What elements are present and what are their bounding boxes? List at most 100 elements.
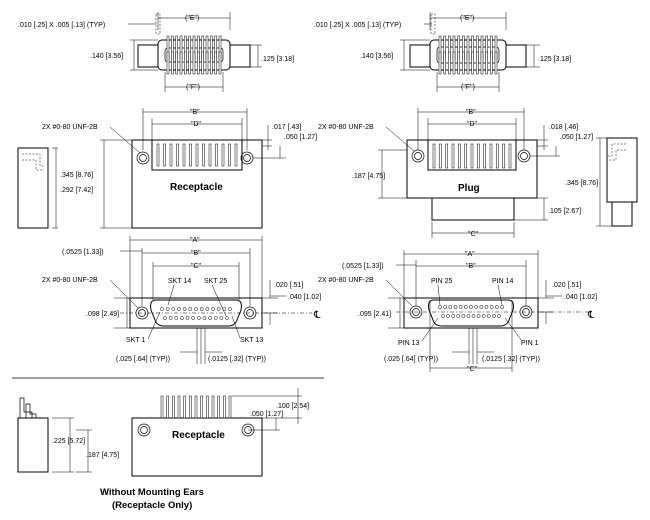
contact-socket (225, 316, 229, 320)
dim-017-label: .017 [.43] (272, 124, 301, 131)
dim-292-label: .292 [7.42] (60, 187, 93, 194)
plug-side-profile: .345 [8.76] (565, 137, 638, 227)
caption-line-1: Without Mounting Ears (100, 487, 204, 498)
contact-pin (189, 395, 192, 419)
contact-socket (219, 316, 224, 320)
dim-c-label: "C" (191, 263, 202, 270)
dim-100-label: .100 [2.54] (276, 403, 309, 410)
contact-pin (218, 51, 222, 75)
receptacle-label: Receptacle (170, 182, 223, 193)
no-ears-side-profile: .225 [5.72] .187 [4.75] (17, 397, 119, 473)
contact-socket (466, 314, 471, 318)
contact-socket (205, 307, 210, 311)
contact-socket (494, 305, 499, 309)
dim-d-label: "D" (191, 121, 202, 128)
contact-socket (453, 305, 458, 309)
receptacle-front-view: Receptacle "B" "D" 2X #0-80 UNF-2B .017 … (42, 108, 317, 229)
skt1-label: SKT 1 (126, 337, 145, 344)
caption-line-2: (Receptacle Only) (112, 500, 192, 511)
skt14-label: SKT 14 (168, 278, 191, 285)
dim-125-label: .125 [3.18] (538, 56, 571, 63)
skt25-label: SKT 25 (204, 278, 227, 285)
contact-socket (228, 307, 232, 311)
contact-pin (169, 143, 173, 167)
dim-140-label: .140 [3.56] (90, 53, 123, 60)
contact-pin (494, 51, 498, 75)
pin13-label: PIN 13 (398, 340, 420, 347)
contact-pin (464, 143, 467, 169)
contact-socket (443, 305, 448, 309)
contact-socket (500, 305, 504, 309)
skt13-label: SKT 13 (240, 337, 263, 344)
contact-socket (451, 314, 456, 318)
plug-face-view: ℄ "A" "B" "C" (.0525 [1.33]) 2X #0-80 UN… (318, 250, 597, 373)
dim-125-label: .125 [3.18] (261, 56, 294, 63)
contact-pin (194, 395, 198, 419)
dim-0525-label: (.0525 [1.33]) (62, 249, 104, 256)
contact-pin (195, 143, 199, 167)
centerline-symbol: ℄ (587, 310, 595, 321)
thread-label: 2X #0-80 UNF-2B (42, 124, 98, 131)
contact-socket (180, 316, 184, 320)
contact-pin (200, 395, 203, 419)
contact-pin (470, 143, 474, 169)
dim-025-label: (.025 [.64] (TYP)) (384, 356, 438, 363)
dim-b-label: "B" (191, 250, 201, 257)
dim-187-label: .187 [4.75] (86, 452, 119, 459)
contact-pin (443, 51, 446, 75)
contact-pin (205, 51, 209, 75)
pin25-label: PIN 25 (431, 278, 453, 285)
contact-socket (196, 316, 201, 320)
contact-socket (441, 314, 445, 318)
contact-socket (481, 314, 486, 318)
dim-105-label: .105 [2.67] (548, 208, 581, 215)
thread-label: 2X #0-80 UNF-2B (42, 277, 98, 284)
contact-pin (228, 143, 231, 167)
dim-040-label: .040 [1.02] (288, 294, 321, 301)
contact-pin (177, 395, 181, 419)
contact-socket (492, 314, 496, 318)
contact-pin (211, 395, 215, 419)
contact-socket (479, 305, 484, 309)
dim-a-label: "A" (465, 251, 475, 258)
dim-b-label: "B" (466, 263, 476, 270)
contact-pin (432, 143, 436, 169)
contact-pin (184, 51, 187, 75)
contact-socket (199, 307, 204, 311)
pin1-label: PIN 1 (521, 340, 539, 347)
contact-socket (486, 314, 491, 318)
dim-e-label: ("E") (460, 15, 474, 22)
contact-socket (163, 316, 167, 320)
dim-d-label: "D" (467, 121, 478, 128)
contact-pin (188, 51, 191, 75)
dim-225-label: .225 [5.72] (52, 438, 85, 445)
contact-socket (208, 316, 212, 320)
contact-pin (462, 51, 465, 75)
dim-020-label: .020 [.51] (274, 282, 303, 289)
contact-socket (438, 305, 442, 309)
dim-040-label: .040 [1.02] (564, 294, 597, 301)
dim-a-label: "A" (190, 237, 200, 244)
contact-socket (448, 305, 453, 309)
contact-pin (490, 51, 493, 75)
plug-top-view: ("E") .010 [.25] X .005 [.13] (TYP) ("F"… (314, 12, 571, 92)
contact-socket (185, 316, 190, 320)
dim-018-label: .018 [.46] (549, 124, 578, 131)
contact-pin (496, 143, 499, 169)
contact-socket (174, 316, 179, 320)
contact-socket (484, 305, 489, 309)
dim-345-label: .345 [8.76] (565, 180, 598, 187)
contact-pin (210, 51, 213, 75)
contact-socket (171, 307, 176, 311)
contact-socket (463, 305, 468, 309)
contact-socket (471, 314, 476, 318)
contact-pin (458, 143, 461, 169)
contact-pin (217, 395, 220, 419)
contact-pin (452, 51, 456, 75)
contact-pin (471, 51, 474, 75)
contact-pin (508, 143, 512, 169)
contact-socket (456, 314, 461, 318)
dim-0525-label: (.0525 [1.33]) (342, 263, 384, 270)
contact-socket (446, 314, 450, 318)
